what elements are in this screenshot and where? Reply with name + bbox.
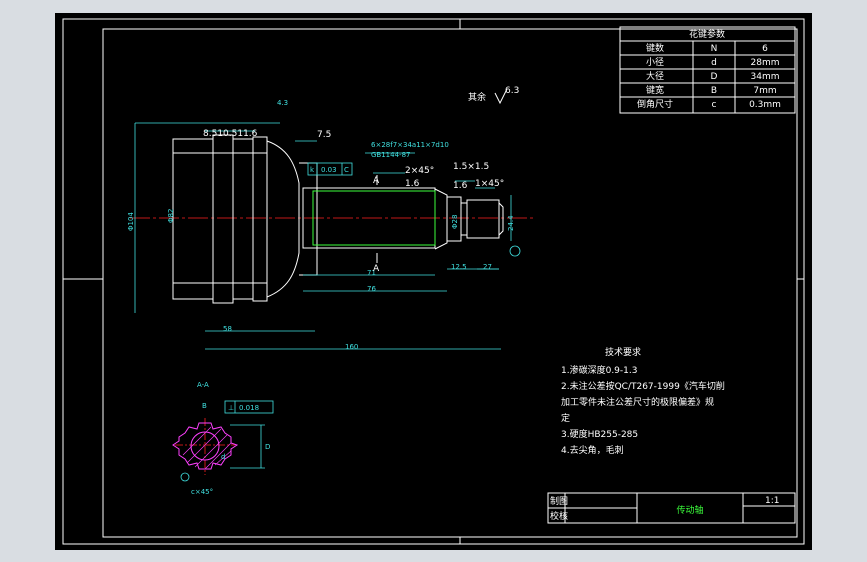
tolerance-frame (307, 162, 353, 176)
section-tol-value: 0.018 (239, 404, 259, 412)
datum-b-icon (180, 472, 190, 482)
spline-row-name: 大径 (646, 70, 664, 82)
section-d-label: d (221, 453, 225, 461)
section-tolerance-frame (224, 400, 274, 414)
spline-row-symbol: c (712, 100, 717, 110)
datum-c-icon (509, 245, 521, 257)
dim-1x45: 1×45° (475, 179, 504, 189)
section-D-label: D (265, 443, 270, 451)
tol-frame-datum: C (344, 166, 349, 174)
spline-section (312, 190, 436, 246)
part-name: 传动轴 (676, 504, 703, 516)
dim-76: 76 (367, 285, 376, 293)
section-mark-a-bottom: A (373, 264, 380, 274)
spline-callout-line1: 6×28f7×34a11×7d10 (371, 141, 449, 149)
scale: 1:1 (765, 496, 779, 506)
tech-req-line: 2.未注公差按QC/T267-1999《汽车切削 (561, 380, 725, 392)
title-drawn: 制图 (550, 495, 568, 507)
spline-row-name: 键数 (646, 42, 664, 54)
title-check: 校核 (550, 510, 568, 522)
tech-req-line: 1.渗碳深度0.9-1.3 (561, 364, 637, 376)
spline-row-symbol: D (711, 72, 718, 82)
tol-frame-symbol: k (310, 166, 315, 174)
dim-71: 71 (367, 269, 376, 277)
spline-row-value: 28mm (751, 58, 780, 68)
spline-row-name: 倒角尺寸 (637, 98, 673, 110)
dim-1-5x1-5: 1.5×1.5 (453, 162, 489, 172)
roughness-symbol-icon (494, 88, 508, 105)
dim-flange: 8.510.511.6 (203, 129, 258, 139)
dim-7-5: 7.5 (317, 130, 331, 140)
roughness-label: 其余 (468, 91, 486, 103)
dim-1-6a: 1.6 (405, 179, 420, 189)
section-mark-a-top: A (373, 176, 380, 186)
spline-row-name: 键宽 (646, 84, 664, 96)
title-block: 制图 校核 传动轴 1:1 (547, 492, 796, 524)
spline-row-value: 6 (762, 44, 768, 54)
tech-req-line: 3.硬度HB255-285 (561, 428, 638, 440)
section-chamfer-label: c×45° (191, 488, 213, 496)
dim-phi104: Φ104 (127, 212, 135, 231)
spline-callout-line2: GB1144-87 (371, 151, 410, 159)
section-a-a: A-A ⊥ 0.018 B c×45° d D (172, 381, 274, 496)
section-title: A-A (197, 381, 209, 389)
tol-frame-value: 0.03 (321, 166, 337, 174)
dim-27: 27 (483, 263, 492, 271)
spline-row-symbol: d (711, 58, 717, 68)
roughness-value: 6.3 (505, 86, 519, 96)
spline-parameter-table: 花键参数 键数 N 6 小径 d 28mm 大径 D 34mm 键宽 B 7mm 倒角尺寸 c 0.3mm (619, 26, 796, 114)
section-b-label: B (202, 402, 207, 410)
spline-row-name: 小径 (646, 56, 664, 68)
dim-phi82: Φ82 (167, 209, 175, 223)
dim-24-4: 24.4 (507, 215, 515, 231)
dim-2x45: 2×45° (405, 166, 434, 176)
sheet-border (62, 18, 805, 545)
dim-160: 160 (345, 343, 358, 351)
dim-4-3: 4.3 (277, 99, 288, 107)
dim-12-5: 12.5 (451, 263, 467, 271)
spline-row-value: 7mm (753, 86, 776, 96)
dim-58: 58 (223, 325, 232, 333)
tech-req-line: 加工零件未注公差尺寸的极限偏差》规 (561, 396, 714, 408)
tech-req-line: 4.去尖角，毛刺 (561, 444, 624, 456)
spline-row-symbol: B (711, 86, 717, 96)
tech-req-title: 技术要求 (605, 346, 641, 358)
dim-1-6b: 1.6 (453, 181, 468, 191)
dim-phi28: Φ28 (451, 215, 459, 229)
shaft-main-view: 4.3 7.5 8.510.511.6 6×28f7×34a11×7d10 GB… (127, 99, 535, 351)
table-title: 花键参数 (689, 28, 725, 40)
drawing-frame (102, 28, 798, 538)
section-tol-symbol: ⊥ (228, 404, 234, 412)
spline-row-symbol: N (711, 44, 718, 54)
technical-requirements: 技术要求 1.渗碳深度0.9-1.3 2.未注公差按QC/T267-1999《汽车… (561, 346, 725, 456)
tech-req-line: 定 (561, 412, 570, 424)
spline-row-value: 0.3mm (749, 100, 781, 110)
spline-row-value: 34mm (751, 72, 780, 82)
